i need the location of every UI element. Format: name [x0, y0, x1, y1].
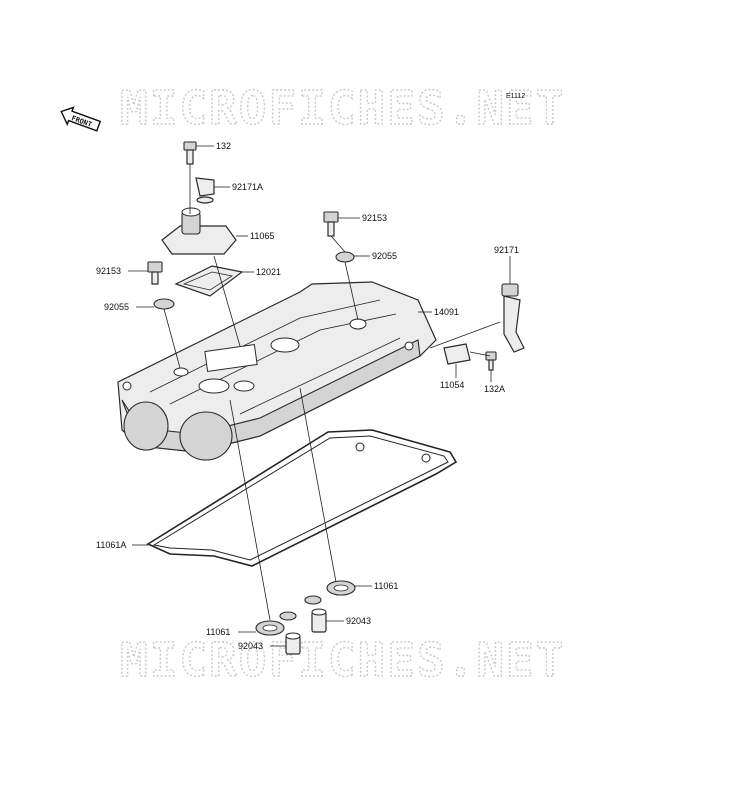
- breather-cover: [161, 207, 237, 255]
- label-92043-right: 92043: [346, 616, 371, 626]
- label-14091: 14091: [434, 307, 459, 317]
- label-11061-left: 11061: [206, 627, 230, 637]
- grommet-92055-left: [153, 298, 175, 310]
- label-92153-right: 92153: [362, 213, 387, 223]
- label-92055-right: 92055: [372, 251, 397, 261]
- label-12021: 12021: [256, 267, 281, 277]
- front-label: FRONT: [70, 114, 93, 129]
- watermark-bottom: MICROFICHES.NET: [120, 633, 565, 687]
- bolt-132a: [485, 351, 497, 371]
- bolt-92153-left: [147, 261, 163, 285]
- bolt-92153-right: [323, 211, 339, 237]
- label-92171: 92171: [494, 245, 519, 255]
- assembly-lines: [163, 164, 501, 621]
- label-92171a: 92171A: [232, 182, 263, 192]
- seal-small-left: [279, 611, 297, 621]
- bracket-92171: [501, 283, 525, 353]
- breather-gasket: [174, 265, 244, 297]
- diagram-code: E1112: [506, 93, 525, 100]
- label-11061a: 11061A: [96, 540, 126, 550]
- grommet-92055-right: [335, 251, 355, 263]
- label-11065: 11065: [250, 231, 274, 241]
- label-132: 132: [216, 141, 231, 151]
- label-11061-right: 11061: [374, 581, 398, 591]
- label-11054: 11054: [440, 380, 464, 390]
- label-92043-left: 92043: [238, 641, 263, 651]
- label-92153-left: 92153: [96, 266, 121, 276]
- cap-92043-right: [311, 608, 327, 633]
- cover-gasket: [146, 429, 458, 567]
- cylinder-head-cover: [117, 281, 437, 461]
- plate-92171a: [195, 177, 215, 204]
- label-92055-left: 92055: [104, 302, 129, 312]
- bolt-132: [183, 141, 197, 165]
- cap-92043-left: [285, 632, 301, 655]
- clamp-11054: [443, 343, 471, 365]
- front-arrow-icon: FRONT: [60, 106, 102, 132]
- label-132a: 132A: [484, 384, 505, 394]
- seal-small-right: [304, 595, 322, 605]
- leader-lines: [128, 145, 511, 647]
- watermark-top: MICROFICHES.NET: [120, 81, 565, 135]
